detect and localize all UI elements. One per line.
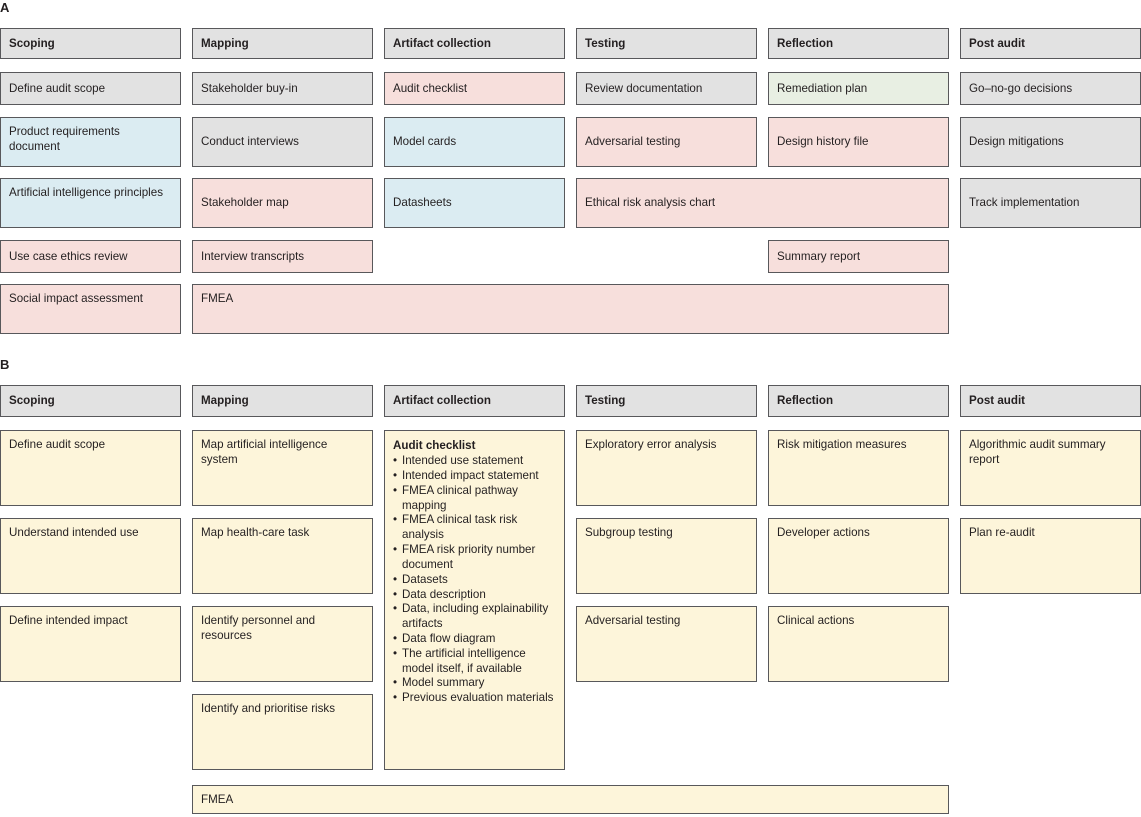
activity-card[interactable]: Algorithmic audit summary report <box>960 430 1141 506</box>
activity-card[interactable]: Define intended impact <box>0 606 181 682</box>
artifact-card[interactable]: Adversarial testing <box>576 117 757 167</box>
panel-label-a: A <box>0 0 10 15</box>
activity-card[interactable]: Understand intended use <box>0 518 181 594</box>
audit-checklist-title: Audit checklist <box>393 439 476 452</box>
activity-card[interactable]: Developer actions <box>768 518 949 594</box>
column-header-artifact-collection-a: Artifact collection <box>384 28 565 59</box>
column-header-mapping-a: Mapping <box>192 28 373 59</box>
column-header-reflection-b: Reflection <box>768 385 949 417</box>
column-header-testing-a: Testing <box>576 28 757 59</box>
artifact-card[interactable]: Define audit scope <box>0 72 181 105</box>
artifact-card[interactable]: Audit checklist <box>384 72 565 105</box>
artifact-card[interactable]: Artificial intelligence principles <box>0 178 181 228</box>
artifact-card[interactable]: Remediation plan <box>768 72 949 105</box>
checklist-item: Data description <box>393 588 557 603</box>
column-header-post-audit-b: Post audit <box>960 385 1141 417</box>
activity-card[interactable]: Adversarial testing <box>576 606 757 682</box>
artifact-card[interactable]: Use case ethics review <box>0 240 181 273</box>
artifact-card[interactable]: Design history file <box>768 117 949 167</box>
checklist-item: The artificial intelligence model itself… <box>393 647 557 677</box>
column-header-mapping-b: Mapping <box>192 385 373 417</box>
artifact-card[interactable]: Social impact assessment <box>0 284 181 334</box>
artifact-card[interactable]: Conduct interviews <box>192 117 373 167</box>
artifact-card-fmea-a[interactable]: FMEA <box>192 284 949 334</box>
artifact-card[interactable]: Model cards <box>384 117 565 167</box>
checklist-item: Previous evaluation materials <box>393 691 557 706</box>
activity-card[interactable]: Subgroup testing <box>576 518 757 594</box>
panel-label-b: B <box>0 357 10 372</box>
activity-card[interactable]: Identify personnel and resources <box>192 606 373 682</box>
checklist-item: Model summary <box>393 676 557 691</box>
checklist-item: Datasets <box>393 573 557 588</box>
artifact-card[interactable]: Summary report <box>768 240 949 273</box>
checklist-item: Intended use statement <box>393 454 557 469</box>
artifact-card[interactable]: Stakeholder buy-in <box>192 72 373 105</box>
artifact-card[interactable]: Track implementation <box>960 178 1141 228</box>
column-header-scoping-a: Scoping <box>0 28 181 59</box>
checklist-item: FMEA clinical task risk analysis <box>393 513 557 543</box>
checklist-item: Data, including explainability artifacts <box>393 602 557 632</box>
artifact-card[interactable]: Datasheets <box>384 178 565 228</box>
activity-card[interactable]: Identify and prioritise risks <box>192 694 373 770</box>
column-header-artifact-collection-b: Artifact collection <box>384 385 565 417</box>
activity-card[interactable]: Exploratory error analysis <box>576 430 757 506</box>
activity-card[interactable]: Define audit scope <box>0 430 181 506</box>
activity-card[interactable]: Map artificial intelligence system <box>192 430 373 506</box>
artifact-card[interactable]: Product requirements document <box>0 117 181 167</box>
audit-checklist-card[interactable]: Audit checklist Intended use statement I… <box>384 430 565 770</box>
activity-card[interactable]: Clinical actions <box>768 606 949 682</box>
column-header-testing-b: Testing <box>576 385 757 417</box>
artifact-card[interactable]: Interview transcripts <box>192 240 373 273</box>
column-header-reflection-a: Reflection <box>768 28 949 59</box>
activity-card[interactable]: Risk mitigation measures <box>768 430 949 506</box>
artifact-card[interactable]: Review documentation <box>576 72 757 105</box>
activity-card[interactable]: Map health-care task <box>192 518 373 594</box>
artifact-card[interactable]: Go–no-go decisions <box>960 72 1141 105</box>
artifact-card[interactable]: Design mitigations <box>960 117 1141 167</box>
checklist-item: FMEA risk priority number document <box>393 543 557 573</box>
audit-checklist-items: Intended use statement Intended impact s… <box>393 454 557 706</box>
column-header-scoping-b: Scoping <box>0 385 181 417</box>
activity-card-fmea-b[interactable]: FMEA <box>192 785 949 814</box>
checklist-item: FMEA clinical pathway mapping <box>393 484 557 514</box>
column-header-post-audit-a: Post audit <box>960 28 1141 59</box>
checklist-item: Intended impact statement <box>393 469 557 484</box>
activity-card[interactable]: Plan re-audit <box>960 518 1141 594</box>
artifact-card[interactable]: Stakeholder map <box>192 178 373 228</box>
checklist-item: Data flow diagram <box>393 632 557 647</box>
artifact-card-ethical-risk-a[interactable]: Ethical risk analysis chart <box>576 178 949 228</box>
